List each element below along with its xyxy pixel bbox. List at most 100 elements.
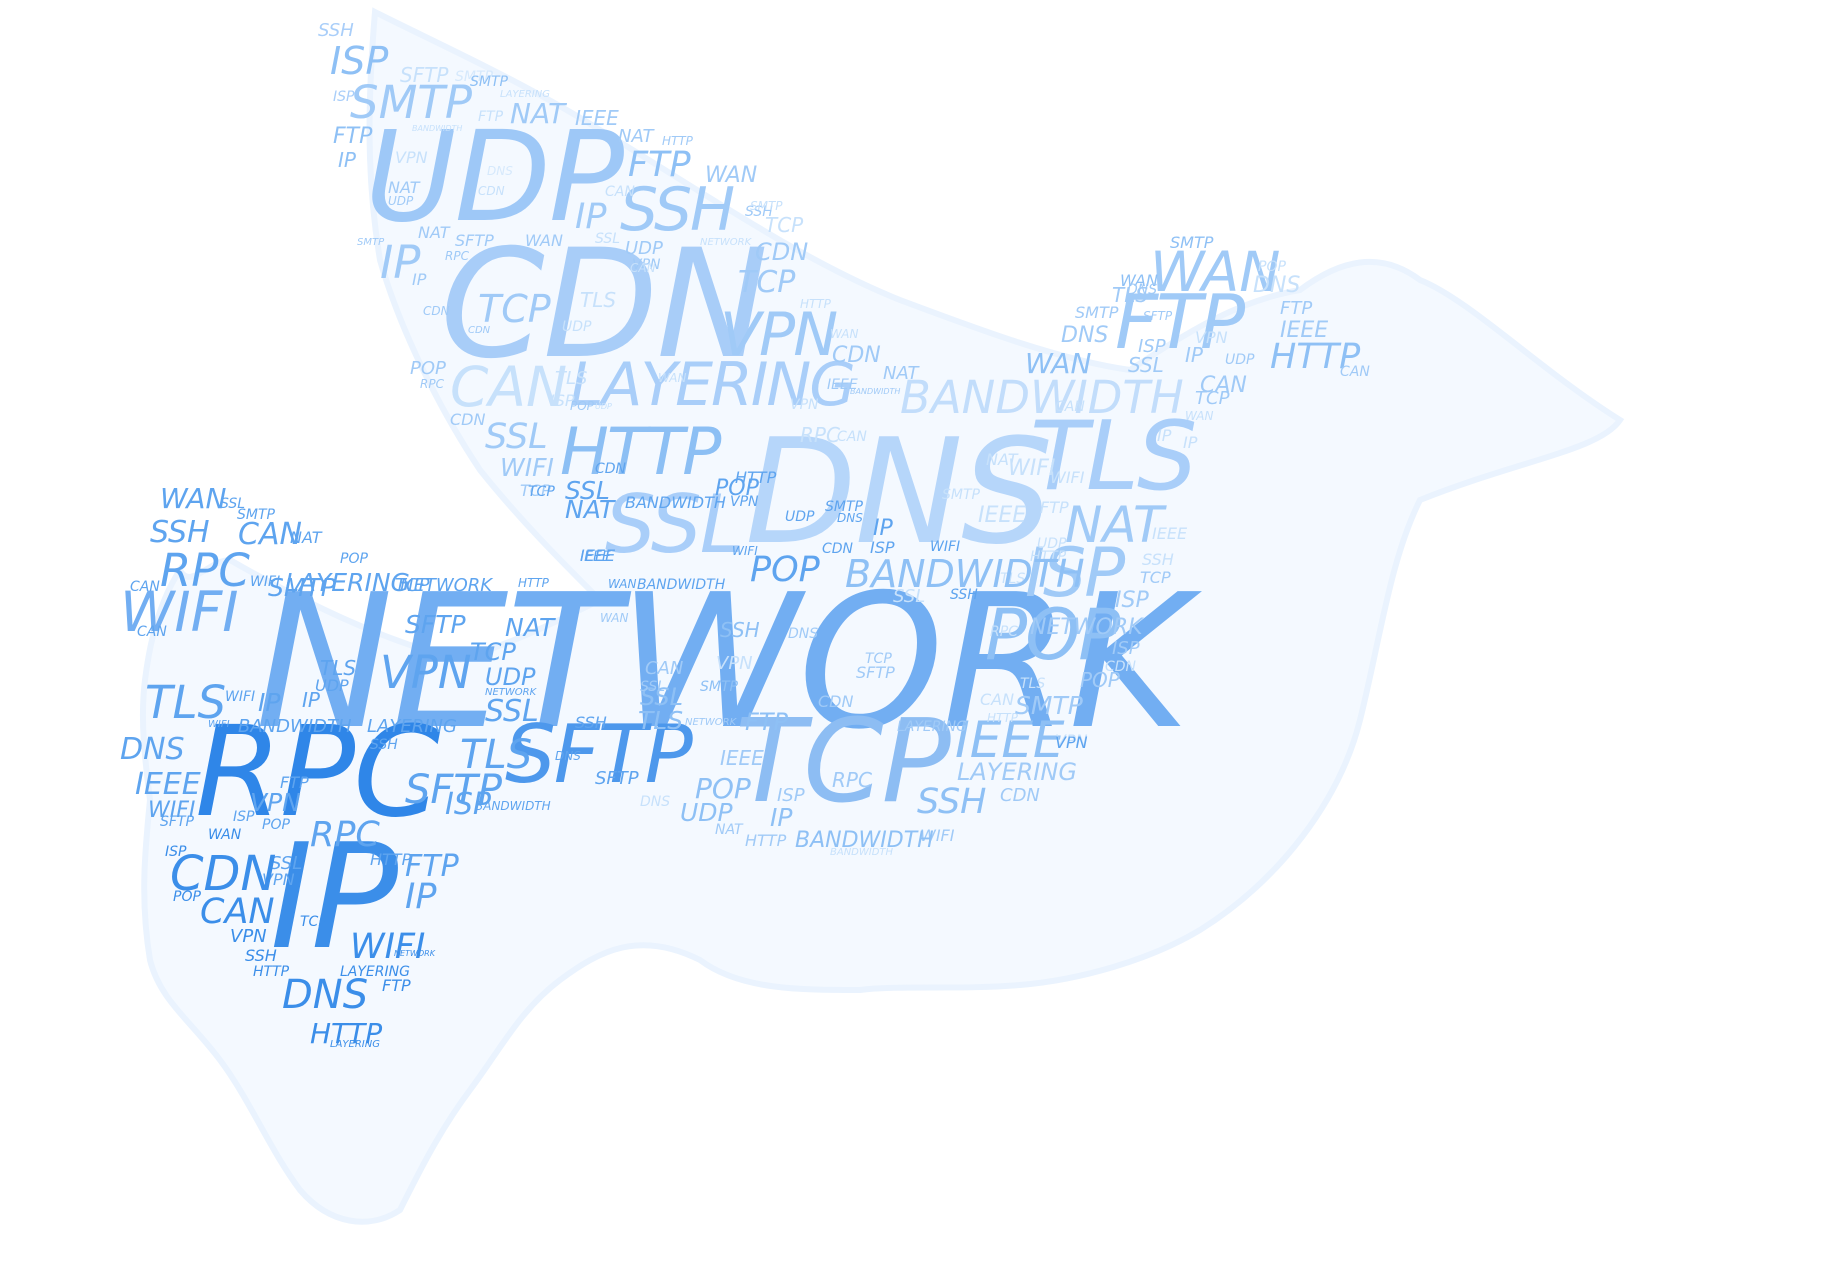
word-vpn: VPN [1055,731,1088,750]
word-ip: IP [1183,433,1198,452]
word-layering: LAYERING [330,1039,380,1050]
word-tcp: TCP [528,484,555,500]
word-vpn: VPN [730,494,759,510]
word-layering: LAYERING [897,719,967,735]
word-can: CAN [1200,373,1247,398]
word-ieee: IEEE [955,711,1065,769]
word-wan: WAN [600,611,629,625]
word-ieee: IEEE [580,549,611,565]
word-ssh: SSH [917,782,987,822]
word-can: CAN [837,429,867,445]
word-network: NETWORK [255,554,1190,770]
word-http: HTTP [560,415,721,490]
word-layering: LAYERING [367,716,457,737]
word-ip: IP [270,813,398,982]
word-wan: WAN [705,163,758,188]
word-tcp: TCP [738,265,796,300]
word-wan: WAN [160,482,227,515]
word-vpn: VPN [790,397,819,413]
word-ssh: SSH [150,515,210,550]
word-wifi: WIFI [148,798,196,823]
word-isp: ISP [1025,534,1125,613]
word-can: CAN [130,579,160,595]
word-tcp: TCP [520,481,551,500]
word-udp: UDP [785,509,815,525]
word-dns: DNS [640,794,671,810]
word-wifi: WIFI [1008,456,1056,481]
word-tls: TLS [1030,402,1197,512]
word-tls: TLS [145,676,227,729]
word-smtp: SMTP [237,507,275,523]
word-wan: WAN [208,827,242,843]
word-ip: IP [258,688,281,717]
word-sftp: SFTP [405,767,502,813]
word-vpn: VPN [720,300,838,370]
word-ftp: FTP [1040,498,1069,517]
word-ssh: SSH [245,946,277,965]
word-ssh: SSH [620,175,735,245]
word-pop: POP [340,551,368,567]
word-wan: WAN [1150,240,1281,304]
word-tls: TLS [1000,571,1026,587]
word-nat: NAT [505,613,555,642]
word-nat: NAT [715,822,743,838]
word-vpn: VPN [632,257,661,273]
word-tcp: TCP [1195,388,1230,409]
word-pop: POP [262,817,290,833]
word-vpn: VPN [395,148,428,167]
word-vpn: VPN [230,926,267,947]
word-ieee: IEEE [827,377,858,393]
word-network: NETWORK [685,717,737,728]
word-ftp: FTP [1115,278,1245,366]
word-sftp: SFTP [405,610,466,639]
word-http: HTTP [310,1017,383,1050]
word-network: NETWORK [700,237,752,248]
word-udp: UDP [595,402,612,411]
word-pop: POP [985,594,1121,676]
word-smtp: SMTP [470,74,508,90]
word-sftp: SFTP [856,663,895,682]
word-tls: TLS [580,288,617,312]
word-sftp: SFTP [595,768,639,789]
word-tcp: TCP [765,213,804,237]
word-tcp: TCP [470,638,516,666]
word-ip: IP [302,688,320,712]
word-network: NETWORK [400,575,493,596]
word-can: CAN [1340,364,1370,380]
word-sftp: SFTP [455,231,494,250]
word-ssl: SSL [1128,353,1164,377]
word-can: CAN [137,624,167,640]
word-ftp: FTP [1280,298,1313,319]
word-smtp: SMTP [942,487,980,503]
word-can: CAN [1055,399,1085,415]
word-nat: NAT [418,223,450,242]
word-dns: DNS [745,408,1053,577]
word-smtp: SMTP [825,499,863,515]
word-cdn: CDN [832,343,881,368]
word-ssl: SSL [893,586,926,607]
word-ssh: SSH [575,713,607,732]
word-wifi: WIFI [208,719,230,730]
word-bandwidth: BANDWIDTH [637,577,726,593]
word-tcp: TCP [300,914,327,930]
word-nat: NAT [290,528,322,547]
word-dns: DNS [120,732,185,767]
word-tcp: TCP [735,695,951,829]
word-wan: WAN [1120,271,1158,290]
word-rpc: RPC [800,423,840,447]
word-rpc: RPC [832,768,872,792]
word-wifi: WIFI [1050,468,1085,487]
word-smtp: SMTP [268,573,336,602]
word-tls: TLS [460,732,533,778]
word-pop: POP [750,550,820,590]
word-dns: DNS [1061,323,1109,348]
word-ftp: FTP [478,109,504,125]
word-pop: POP [695,772,751,805]
word-tls: TLS [1112,283,1149,307]
word-udp: UDP [1225,352,1255,368]
word-dns: DNS [487,164,513,178]
word-tls: TLS [555,368,588,389]
word-tcp: TCP [865,651,892,667]
word-vpn: VPN [716,653,753,674]
